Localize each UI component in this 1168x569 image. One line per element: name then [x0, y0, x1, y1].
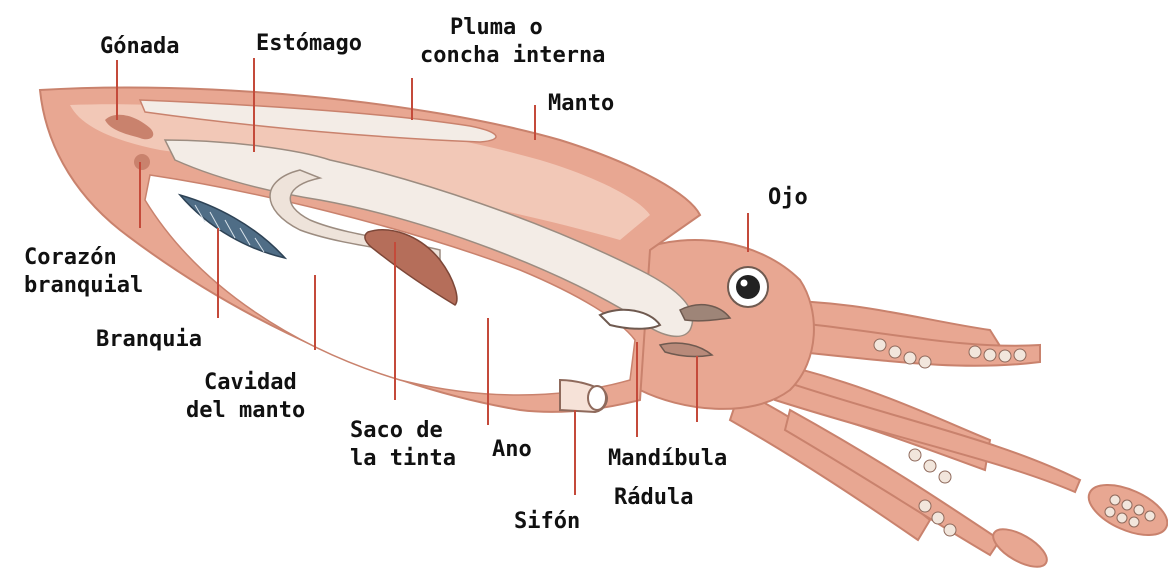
- label-manto-text: Manto: [548, 90, 614, 118]
- label-gonada-text: Gónada: [100, 33, 179, 61]
- label-pluma: Pluma o concha interna: [420, 14, 605, 70]
- label-mandibula: Mandíbula: [608, 445, 727, 473]
- tentacle-club-lower: [988, 522, 1053, 569]
- label-pluma-line1: Pluma o: [420, 14, 605, 42]
- label-saco-line2: la tinta: [350, 445, 456, 473]
- label-pluma-line2: concha interna: [420, 42, 605, 70]
- label-radula-text: Rádula: [614, 484, 693, 512]
- label-cavidad-line1: Cavidad: [186, 369, 305, 397]
- branchial-heart: [134, 154, 150, 170]
- label-sifon-text: Sifón: [514, 508, 580, 536]
- label-saco-tinta: Saco de la tinta: [350, 417, 456, 473]
- label-gonada: Gónada: [100, 33, 179, 61]
- label-corazon-line2: branquial: [24, 272, 143, 300]
- label-radula: Rádula: [614, 484, 693, 512]
- label-ojo-text: Ojo: [768, 184, 808, 212]
- label-sifon: Sifón: [514, 508, 580, 536]
- label-manto: Manto: [548, 90, 614, 118]
- label-cavidad-line2: del manto: [186, 397, 305, 425]
- label-ano-text: Ano: [492, 436, 532, 464]
- label-cavidad-manto: Cavidad del manto: [186, 369, 305, 425]
- label-corazon-line1: Corazón: [24, 244, 143, 272]
- label-branquia-text: Branquia: [96, 326, 202, 354]
- label-mandibula-text: Mandíbula: [608, 445, 727, 473]
- label-ojo: Ojo: [768, 184, 808, 212]
- label-corazon-branquial: Corazón branquial: [24, 244, 143, 300]
- label-branquia: Branquia: [96, 326, 202, 354]
- label-estomago: Estómago: [256, 30, 362, 58]
- label-ano: Ano: [492, 436, 532, 464]
- label-estomago-text: Estómago: [256, 30, 362, 58]
- label-saco-line1: Saco de: [350, 417, 456, 445]
